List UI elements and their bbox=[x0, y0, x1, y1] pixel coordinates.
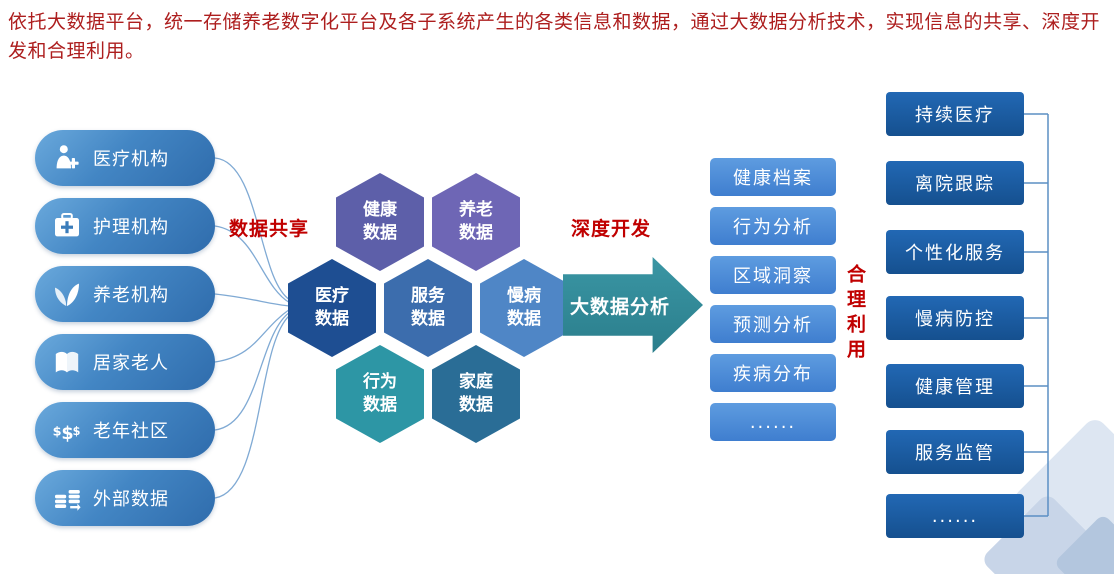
analysis-item-regional-insight: 区域洞察 bbox=[710, 256, 836, 294]
hex-label: 养老数据 bbox=[459, 200, 493, 243]
hex-medical-data: 医疗数据 bbox=[288, 259, 376, 357]
analysis-item-more: ...... bbox=[710, 403, 836, 441]
leaf-icon bbox=[47, 276, 87, 312]
hex-health-data: 健康数据 bbox=[336, 173, 424, 271]
source-pill-home-elderly: 居家老人 bbox=[35, 334, 215, 390]
outcome-item-health-management: 健康管理 bbox=[886, 364, 1024, 408]
analysis-item-disease-distribution: 疾病分布 bbox=[710, 354, 836, 392]
hex-family-data: 家庭数据 bbox=[432, 345, 520, 443]
source-pill-label: 老年社区 bbox=[93, 421, 169, 442]
hex-label: 家庭数据 bbox=[459, 372, 493, 415]
source-pill-label: 养老机构 bbox=[93, 285, 169, 306]
outcome-item-continuous-care: 持续医疗 bbox=[886, 92, 1024, 136]
outcome-item-more: ...... bbox=[886, 494, 1024, 538]
label-deep-development: 深度开发 bbox=[571, 218, 652, 240]
converging-lines bbox=[214, 157, 291, 499]
label-rational-utilization: 合理利用 bbox=[844, 264, 866, 364]
source-pill-label: 外部数据 bbox=[93, 489, 169, 510]
hex-label: 行为数据 bbox=[363, 372, 397, 415]
source-pill-medical-institution: 医疗机构 bbox=[35, 130, 215, 186]
hex-label: 医疗数据 bbox=[315, 286, 349, 329]
hex-label: 服务数据 bbox=[411, 286, 445, 329]
source-pill-nursing-institution: 护理机构 bbox=[35, 198, 215, 254]
analysis-item-health-records: 健康档案 bbox=[710, 158, 836, 196]
hex-chronic-disease-data: 慢病数据 bbox=[480, 259, 568, 357]
outcome-item-discharge-tracking: 离院跟踪 bbox=[886, 161, 1024, 205]
intro-text: 依托大数据平台，统一存储养老数字化平台及各子系统产生的各类信息和数据，通过大数据… bbox=[8, 11, 1101, 63]
source-pill-label: 医疗机构 bbox=[93, 149, 169, 170]
source-pill-external-data: 外部数据 bbox=[35, 470, 215, 526]
analysis-item-behavior-analysis: 行为分析 bbox=[710, 207, 836, 245]
svg-text:$: $ bbox=[61, 424, 74, 444]
source-pill-label: 居家老人 bbox=[93, 353, 169, 374]
hex-behavior-data: 行为数据 bbox=[336, 345, 424, 443]
source-pill-label: 护理机构 bbox=[93, 217, 169, 238]
money-icon: $ $ $ bbox=[47, 412, 87, 448]
arrow-label: 大数据分析 bbox=[570, 295, 671, 318]
first-aid-kit-icon bbox=[47, 208, 87, 244]
database-icon bbox=[47, 480, 87, 516]
big-data-analysis-arrow: 大数据分析 bbox=[563, 257, 703, 353]
label-data-sharing: 数据共享 bbox=[229, 218, 310, 240]
svg-text:$: $ bbox=[53, 425, 63, 440]
hex-eldercare-data: 养老数据 bbox=[432, 173, 520, 271]
outcome-item-chronic-prevention: 慢病防控 bbox=[886, 296, 1024, 340]
hex-label: 慢病数据 bbox=[507, 286, 541, 329]
source-pill-senior-community: $ $ $ 老年社区 bbox=[35, 402, 215, 458]
right-bracket-lines bbox=[1024, 113, 1049, 517]
outcome-item-service-supervision: 服务监管 bbox=[886, 430, 1024, 474]
hex-label: 健康数据 bbox=[363, 200, 397, 243]
doctor-icon bbox=[47, 140, 87, 176]
source-pill-eldercare-institution: 养老机构 bbox=[35, 266, 215, 322]
analysis-item-predictive-analysis: 预测分析 bbox=[710, 305, 836, 343]
hex-service-data: 服务数据 bbox=[384, 259, 472, 357]
open-book-icon bbox=[47, 344, 87, 380]
svg-text:$: $ bbox=[73, 425, 82, 438]
outcome-item-personalized-service: 个性化服务 bbox=[886, 230, 1024, 274]
